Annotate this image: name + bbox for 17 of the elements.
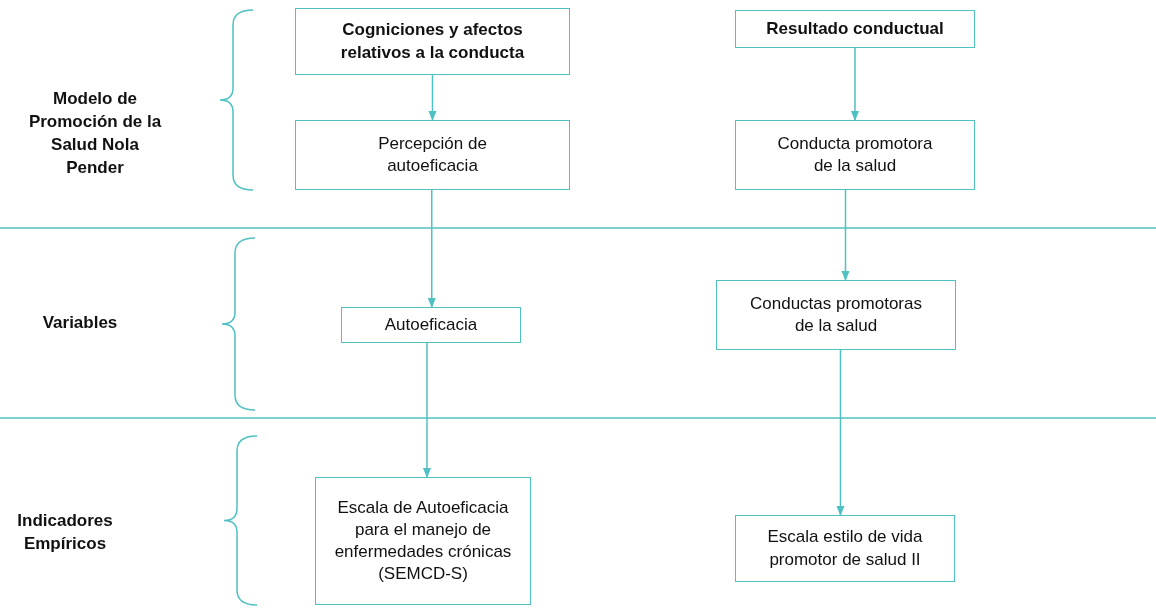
- text-box: Cogniciones y afectos relativos a la conducta: [295, 8, 570, 75]
- arrow: [841, 189, 850, 282]
- text-box: Resultado conductual: [735, 10, 975, 48]
- arrow: [850, 47, 860, 122]
- text-box: Conducta promotora de la salud: [735, 120, 975, 190]
- text-box: Conductas promotoras de la salud: [716, 280, 956, 350]
- text-box: Escala estilo de vida promotor de salud II: [735, 515, 955, 582]
- text-box: Percepción de autoeficacia: [295, 120, 570, 190]
- arrow: [428, 74, 437, 122]
- text-box: Autoeficacia: [341, 307, 521, 343]
- text-box: Escala de Autoeficacia para el manejo de enfermedades crónicas (SEMCD-S): [315, 477, 531, 605]
- row-label: Variables: [41, 312, 119, 334]
- arrow: [422, 342, 432, 479]
- arrow: [836, 349, 845, 517]
- row-label: Indicadores Empíricos: [16, 510, 114, 555]
- arrow: [427, 189, 436, 309]
- row-label: Modelo de Promoción de la Salud Nola Pender: [27, 88, 163, 179]
